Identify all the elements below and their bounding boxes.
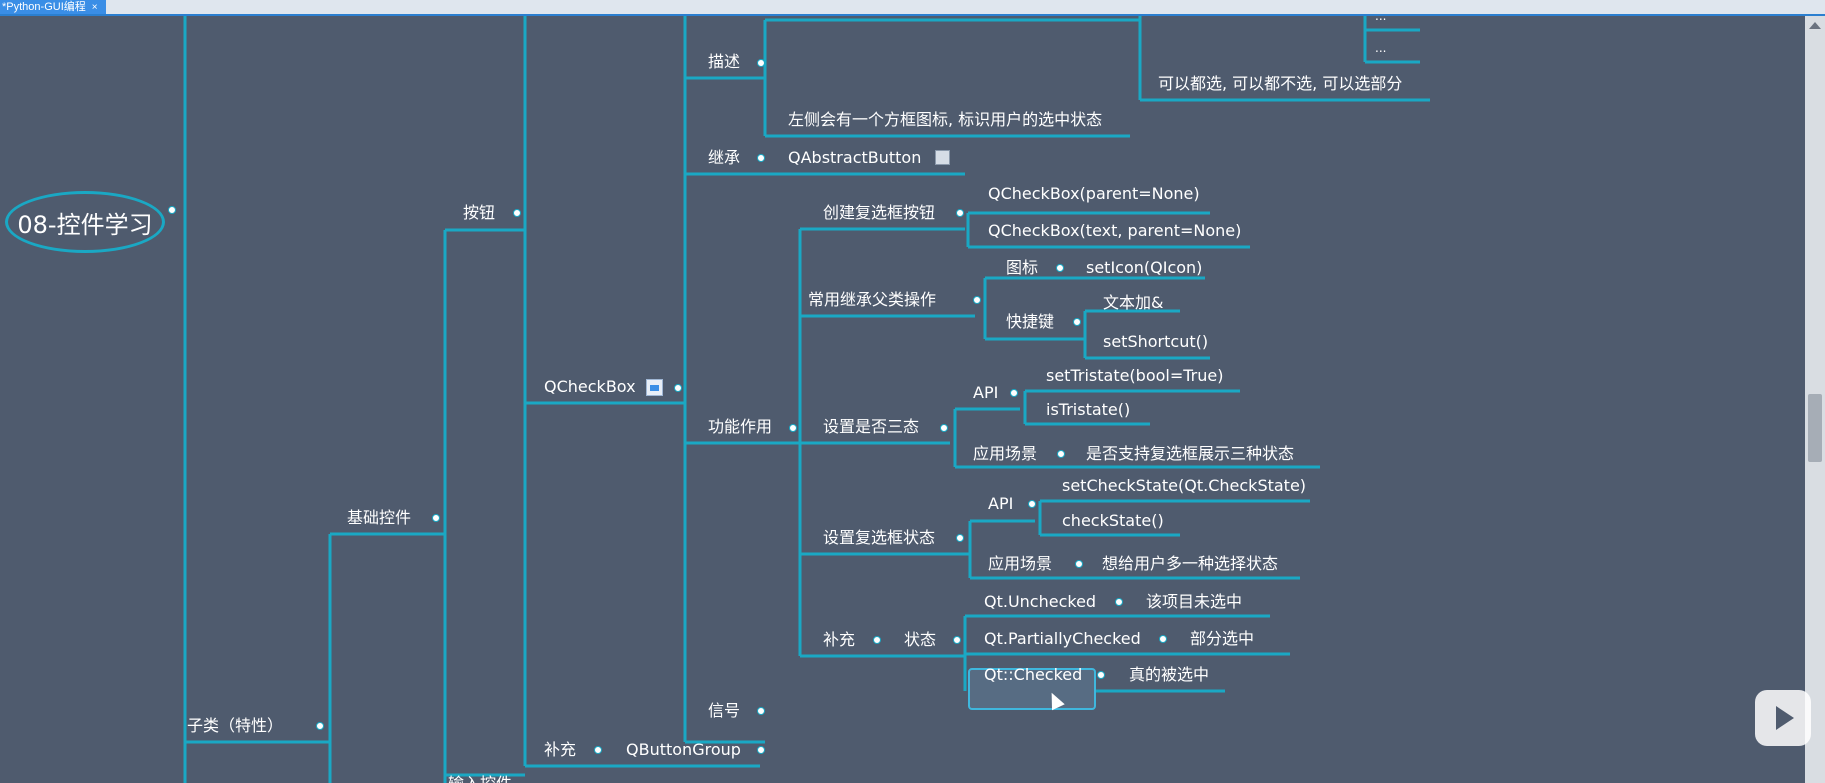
note-icon[interactable]: [935, 150, 950, 165]
node-state[interactable]: 状态: [904, 630, 937, 649]
scroll-thumb[interactable]: [1808, 394, 1822, 462]
document-icon[interactable]: [646, 379, 663, 396]
node-tristate-api[interactable]: API: [973, 383, 999, 402]
describe-item[interactable]: 可以都选, 可以都不选, 可以选部分: [1158, 74, 1403, 93]
state-desc[interactable]: 该项目未选中: [1146, 592, 1243, 611]
collapse-dot[interactable]: [953, 636, 961, 644]
node-shortcut[interactable]: 快捷键: [1006, 312, 1055, 331]
collapse-dot[interactable]: [757, 59, 765, 67]
tab-bar: *Python-GUI编程 ×: [0, 0, 1825, 16]
tab-title: *Python-GUI编程: [2, 1, 86, 13]
shortcut-item[interactable]: setShortcut(): [1103, 332, 1209, 351]
node-subclass[interactable]: 子类（特性）: [187, 716, 284, 735]
node-signal[interactable]: 信号: [708, 701, 741, 720]
collapse-dot[interactable]: [316, 722, 324, 730]
state-name[interactable]: Qt.PartiallyChecked: [984, 629, 1141, 648]
state-desc[interactable]: 真的被选中: [1129, 665, 1210, 684]
node-qcheckbox[interactable]: QCheckBox: [544, 377, 636, 396]
collapse-dot[interactable]: [956, 209, 964, 217]
node-create[interactable]: 创建复选框按钮: [823, 203, 936, 222]
collapse-dot[interactable]: [1010, 389, 1018, 397]
collapse-dot[interactable]: [757, 154, 765, 162]
branch-lines: [183, 16, 1430, 783]
collapse-dot[interactable]: [956, 534, 964, 542]
state-desc[interactable]: 部分选中: [1190, 629, 1255, 648]
describe-item[interactable]: ...: [1375, 9, 1387, 23]
shortcut-item[interactable]: 文本加&: [1103, 293, 1164, 312]
collapse-dot[interactable]: [1115, 598, 1123, 606]
collapse-dot[interactable]: [432, 514, 440, 522]
node-tristate-scene[interactable]: 应用场景: [973, 444, 1038, 463]
collapse-dot[interactable]: [757, 707, 765, 715]
collapse-dot[interactable]: [594, 746, 602, 754]
collapse-dot[interactable]: [1028, 500, 1036, 508]
node-function-supplement[interactable]: 补充: [823, 630, 856, 649]
node-icon[interactable]: 图标: [1006, 258, 1039, 277]
checkstate-api-item[interactable]: setCheckState(Qt.CheckState): [1062, 476, 1307, 495]
node-qbuttongroup[interactable]: QButtonGroup: [626, 740, 741, 759]
collapse-dot[interactable]: [940, 424, 948, 432]
play-icon[interactable]: [1755, 690, 1811, 746]
node-checkstate[interactable]: 设置复选框状态: [823, 528, 936, 547]
collapse-dot[interactable]: [513, 209, 521, 217]
collapse-dot[interactable]: [1159, 635, 1167, 643]
checkstate-scene-value[interactable]: 想给用户多一种选择状态: [1102, 554, 1279, 573]
close-icon[interactable]: ×: [91, 2, 98, 13]
collapse-dot[interactable]: [168, 206, 176, 214]
collapse-dot[interactable]: [789, 424, 797, 432]
root-node[interactable]: 08-控件学习: [5, 191, 165, 253]
tristate-api-item[interactable]: isTristate(): [1046, 400, 1131, 419]
collapse-dot[interactable]: [1097, 671, 1105, 679]
state-name[interactable]: Qt.Unchecked: [984, 592, 1097, 611]
collapse-dot[interactable]: [1073, 318, 1081, 326]
node-describe[interactable]: 描述: [708, 52, 741, 71]
collapse-dot[interactable]: [873, 636, 881, 644]
tab-python-gui[interactable]: *Python-GUI编程 ×: [0, 0, 106, 14]
node-buttons[interactable]: 按钮: [463, 203, 496, 222]
node-basic-controls[interactable]: 基础控件: [347, 508, 412, 527]
node-input-controls[interactable]: 输入控件: [448, 774, 512, 783]
mindmap-canvas[interactable]: 08-控件学习 子类（特性） 基础控件 按钮 输入控件 QCheckBox 补充…: [0, 9, 1805, 783]
tristate-scene-value[interactable]: 是否支持复选框展示三种状态: [1086, 444, 1295, 463]
node-checkstate-scene[interactable]: 应用场景: [988, 554, 1053, 573]
node-function[interactable]: 功能作用: [708, 417, 773, 436]
node-tristate[interactable]: 设置是否三态: [823, 417, 920, 436]
collapse-dot[interactable]: [757, 746, 765, 754]
describe-item[interactable]: 左侧会有一个方框图标, 标识用户的选中状态: [788, 110, 1103, 129]
icon-value[interactable]: setIcon(QIcon): [1086, 258, 1203, 277]
node-checkstate-api[interactable]: API: [988, 494, 1014, 513]
collapse-dot[interactable]: [674, 384, 682, 392]
collapse-dot[interactable]: [1075, 560, 1083, 568]
state-name[interactable]: Qt::Checked: [984, 665, 1083, 684]
create-item[interactable]: QCheckBox(text, parent=None): [988, 221, 1242, 240]
collapse-dot[interactable]: [1057, 450, 1065, 458]
tristate-api-item[interactable]: setTristate(bool=True): [1046, 366, 1224, 385]
scroll-up-icon[interactable]: [1809, 22, 1821, 29]
vertical-scrollbar[interactable]: [1805, 16, 1825, 783]
node-inherit-value[interactable]: QAbstractButton: [788, 148, 922, 167]
checkstate-api-item[interactable]: checkState(): [1062, 511, 1164, 530]
collapse-dot[interactable]: [1056, 264, 1064, 272]
node-supplement[interactable]: 补充: [544, 740, 577, 759]
node-common-ops[interactable]: 常用继承父类操作: [808, 290, 937, 309]
create-item[interactable]: QCheckBox(parent=None): [988, 184, 1200, 203]
node-inherit[interactable]: 继承: [708, 148, 741, 167]
collapse-dot[interactable]: [973, 296, 981, 304]
selected-node-highlight[interactable]: [968, 668, 1096, 710]
describe-item[interactable]: ...: [1375, 41, 1387, 55]
